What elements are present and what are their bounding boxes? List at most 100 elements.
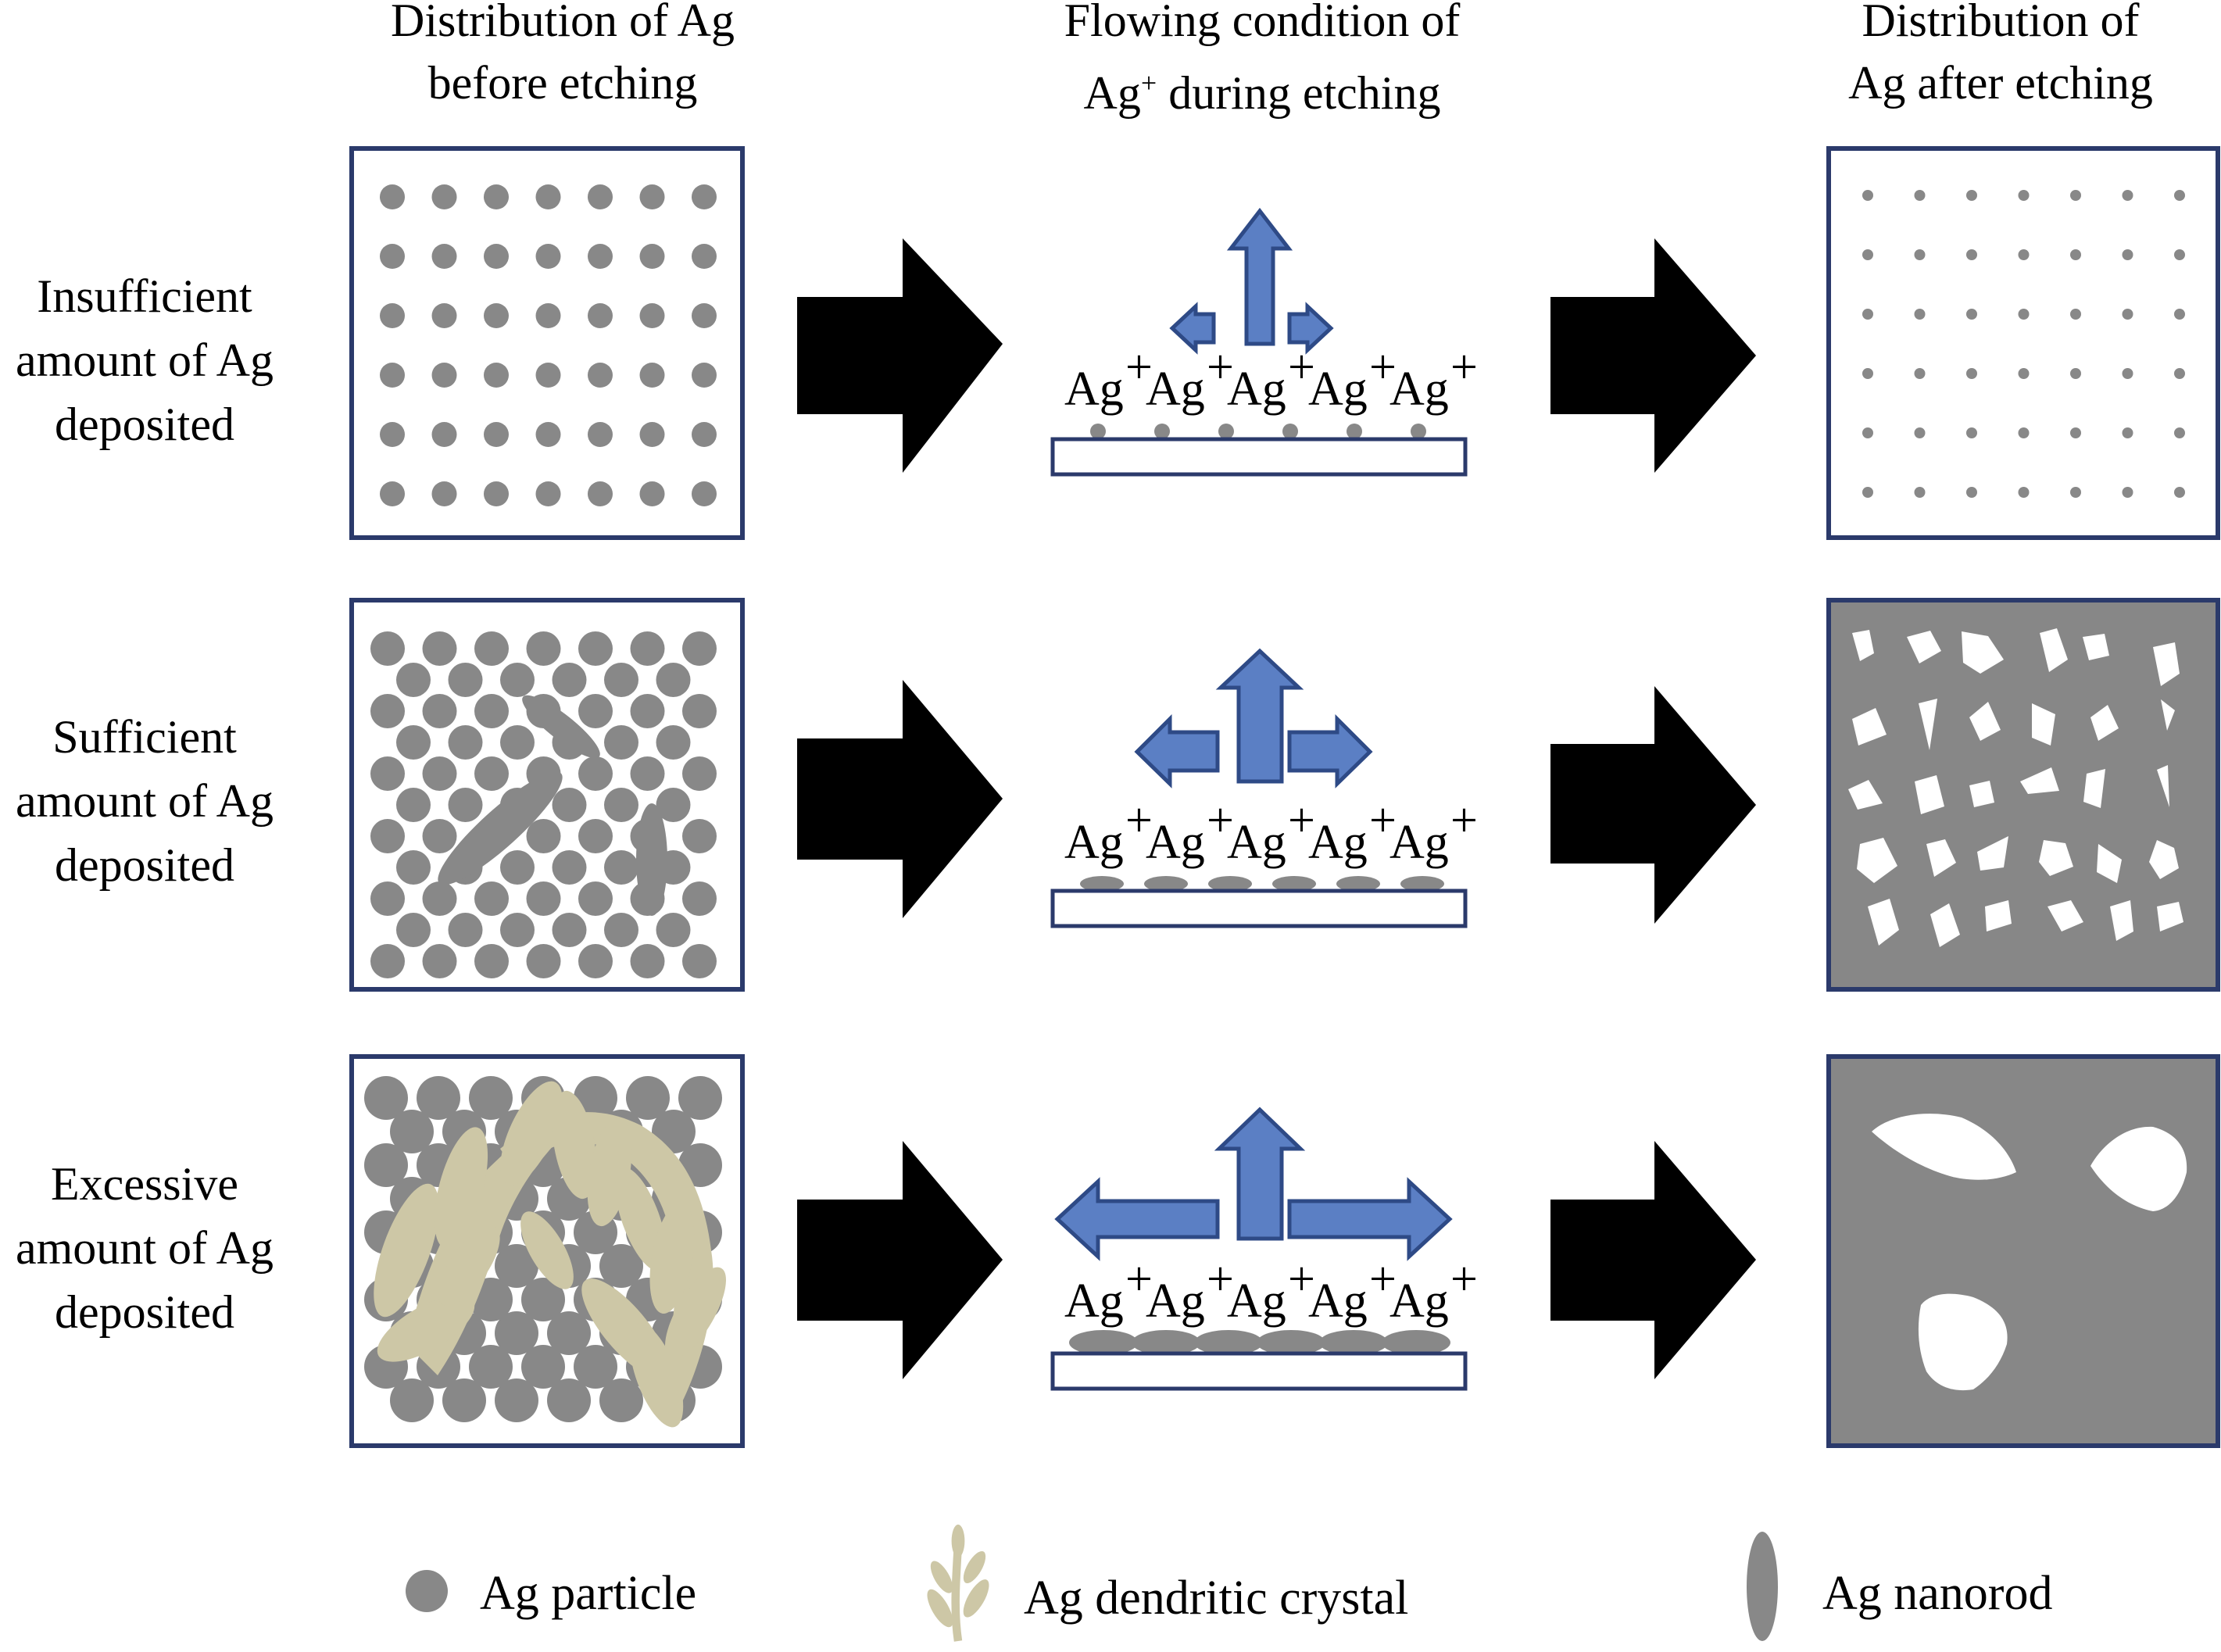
big-arrow-row2-right xyxy=(1550,686,1756,924)
ag-particle xyxy=(469,1076,513,1120)
ag-particle xyxy=(547,1311,591,1355)
ag-particle xyxy=(448,788,483,822)
big-arrow-row2-left xyxy=(797,680,1003,918)
ag-particle xyxy=(535,363,561,388)
ag-particle xyxy=(484,422,509,447)
row3-line3: deposited xyxy=(55,1286,234,1338)
ag-particle xyxy=(535,184,561,209)
ag-particle xyxy=(390,1378,434,1422)
header-before-etching: Distribution of Ag before etching xyxy=(313,0,813,114)
row-label-insufficient: Insufficient amount of Ag deposited xyxy=(0,264,289,456)
ag-particle xyxy=(526,631,561,666)
big-arrow-row1-right xyxy=(1550,238,1756,473)
row-label-excessive: Excessive amount of Ag deposited xyxy=(0,1152,289,1344)
ag-deposit xyxy=(1208,876,1252,892)
ag-particle xyxy=(469,1345,513,1389)
flow-arrow-left xyxy=(1054,1177,1220,1261)
before-box-insufficient xyxy=(349,146,745,540)
ag-ion-label: Ag xyxy=(1146,363,1205,416)
ag-particle xyxy=(380,244,405,269)
ag-particle xyxy=(521,1278,565,1321)
ag-particle xyxy=(2070,487,2081,498)
ag-particle xyxy=(2018,190,2030,201)
ag-deposit xyxy=(1272,876,1316,892)
ag-particle xyxy=(2070,309,2081,320)
ag-deposit xyxy=(1090,424,1106,439)
ag-particle xyxy=(2070,249,2081,260)
ag-particle xyxy=(422,881,457,916)
ag-deposit xyxy=(1154,424,1170,439)
ag-particle xyxy=(578,756,613,791)
ag-particle xyxy=(682,756,717,791)
ag-particle xyxy=(1966,249,1977,260)
ag-particle xyxy=(1966,309,1977,320)
ag-particle xyxy=(552,850,587,885)
ag-particle xyxy=(692,363,717,388)
ag-particle xyxy=(1862,368,1873,379)
ag-ion-label: Ag xyxy=(1146,816,1205,869)
ag-particle xyxy=(604,913,638,947)
ag-particle xyxy=(1966,368,1977,379)
ag-particle xyxy=(2018,309,2030,320)
ag-ion-charge: + xyxy=(1125,1253,1153,1306)
after-box-insufficient xyxy=(1826,146,2220,540)
ag-particle xyxy=(396,850,431,885)
ag-deposit xyxy=(1144,876,1188,892)
ag-particle xyxy=(1966,190,1977,201)
ag-particle xyxy=(604,850,638,885)
ag-deposit xyxy=(1336,876,1380,892)
ag-particle xyxy=(639,184,665,209)
ag-particle xyxy=(484,363,509,388)
legend-particle-label: Ag particle xyxy=(480,1567,697,1620)
ag-particle xyxy=(396,788,431,822)
ag-particle xyxy=(599,1244,643,1288)
ag-particle xyxy=(380,363,405,388)
ag-particle xyxy=(2070,190,2081,201)
ag-particle xyxy=(2122,487,2133,498)
nanorod xyxy=(438,771,563,885)
ag-particle xyxy=(578,819,613,853)
legend-nanorod-icon xyxy=(1747,1532,1778,1641)
ag-particle xyxy=(396,725,431,760)
big-arrow-row3-left xyxy=(797,1141,1003,1379)
ag-particle xyxy=(484,303,509,328)
ag-deposit xyxy=(1132,1330,1200,1355)
ag-particle xyxy=(364,1143,408,1187)
ag-particle xyxy=(422,819,457,853)
substrate xyxy=(1050,437,1468,477)
ag-ion-label: Ag xyxy=(1227,816,1286,869)
ag-ion-label: Ag xyxy=(1064,1275,1124,1328)
ag-particle xyxy=(495,1311,538,1355)
ag-ion-charge: + xyxy=(1125,794,1153,847)
ag-particle xyxy=(500,850,535,885)
ag-deposit xyxy=(1382,1330,1450,1355)
ag-particle xyxy=(639,363,665,388)
ag-particle xyxy=(1914,427,1926,438)
ag-particle xyxy=(521,1345,565,1389)
ag-particle xyxy=(448,663,483,697)
ag-particle xyxy=(2122,249,2133,260)
ag-particle xyxy=(442,1378,486,1422)
ag-ion-charge: + xyxy=(1207,1253,1234,1306)
ag-particle xyxy=(626,1076,670,1120)
header-flowing-ag: Ag xyxy=(1083,67,1141,119)
before-box-excessive xyxy=(349,1054,745,1448)
ag-deposit xyxy=(1411,424,1426,439)
ag-particle xyxy=(588,303,613,328)
header-after-line1: Distribution of xyxy=(1862,0,2140,46)
substrate xyxy=(1050,1351,1468,1391)
ag-particle xyxy=(500,913,535,947)
ag-particle xyxy=(2018,368,2030,379)
ag-ion-label: Ag xyxy=(1064,816,1124,869)
ag-particle xyxy=(578,631,613,666)
ag-particle xyxy=(588,363,613,388)
ag-deposit xyxy=(1218,424,1234,439)
ag-deposit xyxy=(1347,424,1362,439)
ag-particle xyxy=(431,481,457,506)
ag-particle xyxy=(2070,368,2081,379)
ag-particle xyxy=(599,1378,643,1422)
flow-arrow-left xyxy=(1134,713,1220,788)
ag-particle xyxy=(2174,427,2185,438)
ag-particle xyxy=(500,725,535,760)
ag-ion-charge: + xyxy=(1288,341,1315,394)
